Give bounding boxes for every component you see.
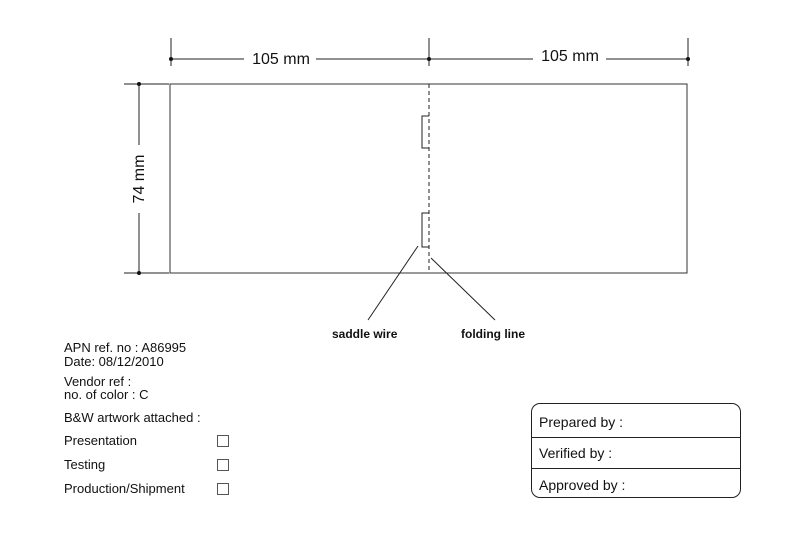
dim-dot — [427, 57, 431, 61]
checklist-label-presentation: Presentation — [64, 433, 137, 448]
testing-checkbox[interactable] — [217, 459, 229, 471]
signoff-box: Prepared by : Verified by : Approved by … — [531, 403, 741, 498]
dim-label-height: 74 mm — [131, 155, 148, 204]
apn-ref-text: APN ref. no : A86995 — [64, 340, 187, 355]
dim-dot — [137, 271, 141, 275]
dim-label-width-left: 105 mm — [252, 51, 310, 68]
production-shipment-checkbox[interactable] — [217, 483, 229, 495]
vendor-ref-text: Vendor ref : — [64, 374, 132, 389]
folding-line-label: folding line — [461, 327, 525, 341]
saddle-wire-leader — [367, 245, 419, 321]
saddle-wire-label: saddle wire — [332, 327, 398, 341]
dim-dot — [169, 57, 173, 61]
no-of-color-text: no. of color : C — [64, 387, 149, 402]
signoff-divider — [532, 437, 740, 438]
folding-line-leader — [430, 257, 496, 321]
dim-dot — [137, 82, 141, 86]
presentation-checkbox[interactable] — [217, 435, 229, 447]
date-text: Date: 08/12/2010 — [64, 354, 164, 369]
dim-label-width-right: 105 mm — [541, 48, 599, 65]
signoff-divider — [532, 468, 740, 469]
bw-artwork-text: B&W artwork attached : — [64, 410, 201, 425]
dim-dot — [686, 57, 690, 61]
prepared-by-label: Prepared by : — [539, 414, 624, 430]
saddle-wire-staple-top — [421, 115, 429, 149]
checklist-label-production: Production/Shipment — [64, 481, 185, 496]
saddle-wire-staple-bottom — [421, 212, 429, 248]
approved-by-label: Approved by : — [539, 477, 626, 493]
verified-by-label: Verified by : — [539, 445, 613, 461]
checklist-label-testing: Testing — [64, 457, 106, 472]
